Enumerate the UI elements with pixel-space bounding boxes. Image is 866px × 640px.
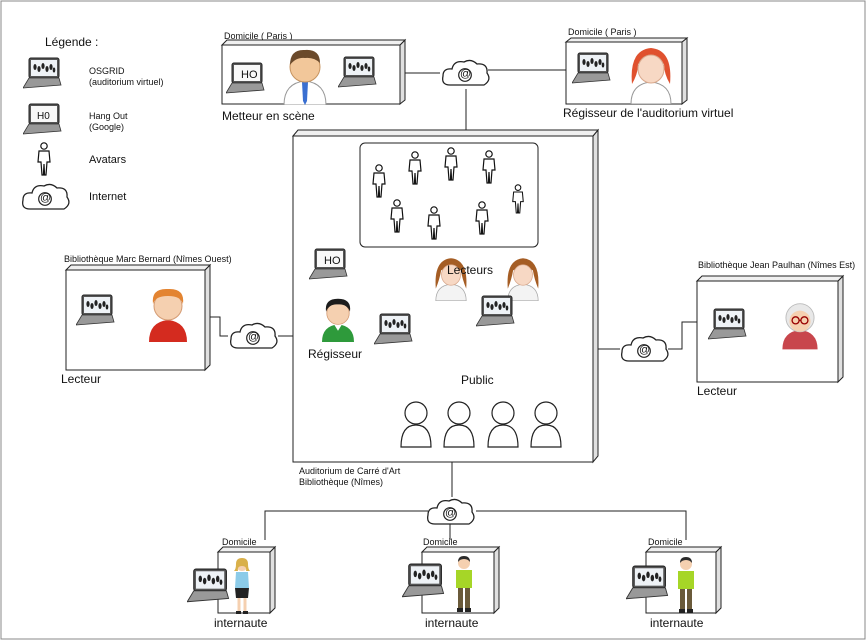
auditorium-caption-1: Auditorium de Carré d'Art <box>299 466 401 476</box>
legend-hangout-sub: (Google) <box>89 122 124 132</box>
avatar-icon <box>37 142 51 176</box>
laptop-osgrid-icon <box>476 295 515 327</box>
box-caption: Lecteur <box>697 384 737 398</box>
internet-cloud-top: @ <box>441 59 490 86</box>
regisseur-label: Régisseur <box>308 347 362 361</box>
box-header: Domicile <box>423 537 458 547</box>
laptop-osgrid-icon <box>626 565 669 600</box>
laptop-osgrid-icon <box>76 294 115 326</box>
laptop-osgrid-icon <box>338 56 377 88</box>
hangout-code: HO <box>324 255 341 267</box>
box-caption: internaute <box>214 616 268 630</box>
box-caption: internaute <box>650 616 704 630</box>
box-header: Domicile ( Paris ) <box>568 27 637 37</box>
laptop-osgrid-icon <box>572 52 611 84</box>
auditorium-caption-2: Bibliothèque (Nîmes) <box>299 477 383 487</box>
legend-osgrid-sub: (auditorium virtuel) <box>89 77 164 87</box>
box-domicile-1: Domicile internaute <box>187 537 277 630</box>
internet-cloud-bottom: @ <box>426 498 475 525</box>
cloud-symbol: @ <box>460 68 471 80</box>
box-header: Domicile ( Paris ) <box>224 31 293 41</box>
box-domicile-3: Domicile internaute <box>626 537 723 630</box>
box-caption: internaute <box>425 616 479 630</box>
connection-lines <box>210 69 697 540</box>
box-header: Domicile <box>648 537 683 547</box>
cloud-symbol: @ <box>639 344 650 356</box>
lecteurs-label: Lecteurs <box>447 263 493 277</box>
hangout-code: HO <box>241 69 258 81</box>
legend-title: Légende : <box>45 35 98 49</box>
box-regisseur-virtuel: Domicile ( Paris ) Régisseur de l'audito… <box>563 27 733 120</box>
legend-cloud-symbol: @ <box>40 192 51 204</box>
laptop-osgrid-icon <box>402 563 445 598</box>
internet-cloud-west: @ <box>229 322 278 349</box>
laptop-osgrid-icon <box>23 57 62 89</box>
laptop-osgrid-icon <box>708 308 747 340</box>
box-caption: Lecteur <box>61 372 101 386</box>
box-bibliotheque-ouest: Bibliothèque Marc Bernard (Nîmes Ouest) … <box>61 254 232 386</box>
laptop-osgrid-icon <box>187 568 230 603</box>
laptop-osgrid-icon <box>374 313 413 345</box>
internet-cloud-east: @ <box>620 335 669 362</box>
box-auditorium: HO Lecteurs Régisseur Public Auditorium … <box>291 128 600 487</box>
legend-hangout-label: Hang Out <box>89 111 128 121</box>
legend: Légende : OSGRID (auditorium virtuel) H0… <box>21 35 164 210</box>
legend-internet-label: Internet <box>89 191 126 203</box>
cloud-symbol: @ <box>445 507 456 519</box>
box-metteur-en-scene: Domicile ( Paris ) HO Metteur en scène <box>220 31 407 123</box>
legend-osgrid-label: OSGRID <box>89 66 125 76</box>
box-header: Domicile <box>222 537 257 547</box>
box-caption: Metteur en scène <box>222 109 315 123</box>
public-label: Public <box>461 373 494 387</box>
box-bibliotheque-est: Bibliothèque Jean Paulhan (Nîmes Est) Le… <box>695 260 855 398</box>
legend-avatars-label: Avatars <box>89 154 127 166</box>
legend-hangout-code: H0 <box>37 111 50 122</box>
box-header: Bibliothèque Jean Paulhan (Nîmes Est) <box>698 260 855 270</box>
box-header: Bibliothèque Marc Bernard (Nîmes Ouest) <box>64 254 232 264</box>
box-caption: Régisseur de l'auditorium virtuel <box>563 106 733 120</box>
cloud-symbol: @ <box>248 331 259 343</box>
box-domicile-2: Domicile internaute <box>402 537 501 630</box>
